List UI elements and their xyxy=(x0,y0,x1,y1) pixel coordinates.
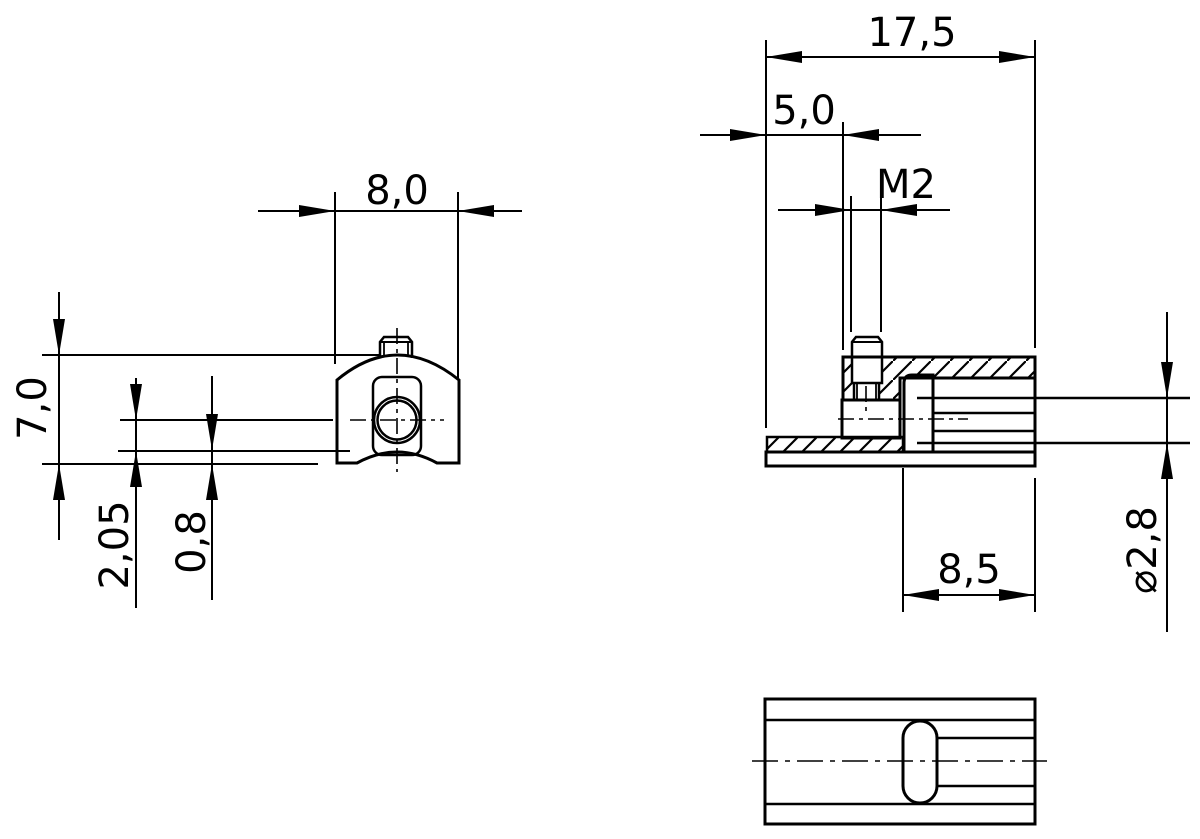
dim-front-width: 8,0 xyxy=(258,168,522,378)
top-plate-hatch xyxy=(843,357,1035,400)
dim-thread-label: M2 xyxy=(876,162,936,208)
dim-front-height-label: 7,0 xyxy=(10,376,56,440)
dim-cable-diameter-label: ⌀2,8 xyxy=(1120,506,1166,594)
main-body xyxy=(931,376,1037,454)
dimensions: 17,5 5,0 M2 8,0 xyxy=(10,10,1173,632)
dim-base-lip: 0,8 xyxy=(169,376,218,600)
dim-front-height: 7,0 xyxy=(10,292,380,540)
dim-center-to-clamp: 2,05 xyxy=(92,378,350,608)
front-body-outline xyxy=(335,353,461,465)
dim-body-length-label: 8,5 xyxy=(937,547,1001,593)
front-view xyxy=(335,328,461,472)
clamp-piece xyxy=(902,373,935,452)
bottom-view xyxy=(752,697,1047,826)
dim-thread: M2 xyxy=(778,162,950,332)
bottom-slot xyxy=(901,719,939,805)
side-screw-head xyxy=(850,335,884,385)
base-plate xyxy=(764,450,1037,468)
flange-hatch xyxy=(767,437,903,452)
dim-overall-length-label: 17,5 xyxy=(867,10,956,56)
dim-overall-length: 17,5 xyxy=(765,10,1036,428)
dim-front-width-label: 8,0 xyxy=(365,168,429,214)
dim-center-to-clamp-label: 2,05 xyxy=(92,500,138,589)
dim-cable-diameter: ⌀2,8 xyxy=(1120,312,1173,632)
dim-base-lip-label: 0,8 xyxy=(169,510,215,574)
side-section-view xyxy=(764,335,1190,468)
dim-screw-position: 5,0 xyxy=(700,88,921,350)
dim-body-length: 8,5 xyxy=(902,468,1036,612)
dim-screw-position-label: 5,0 xyxy=(772,88,836,134)
top-plate-outline xyxy=(841,355,1037,400)
front-screw-stud xyxy=(378,335,414,358)
